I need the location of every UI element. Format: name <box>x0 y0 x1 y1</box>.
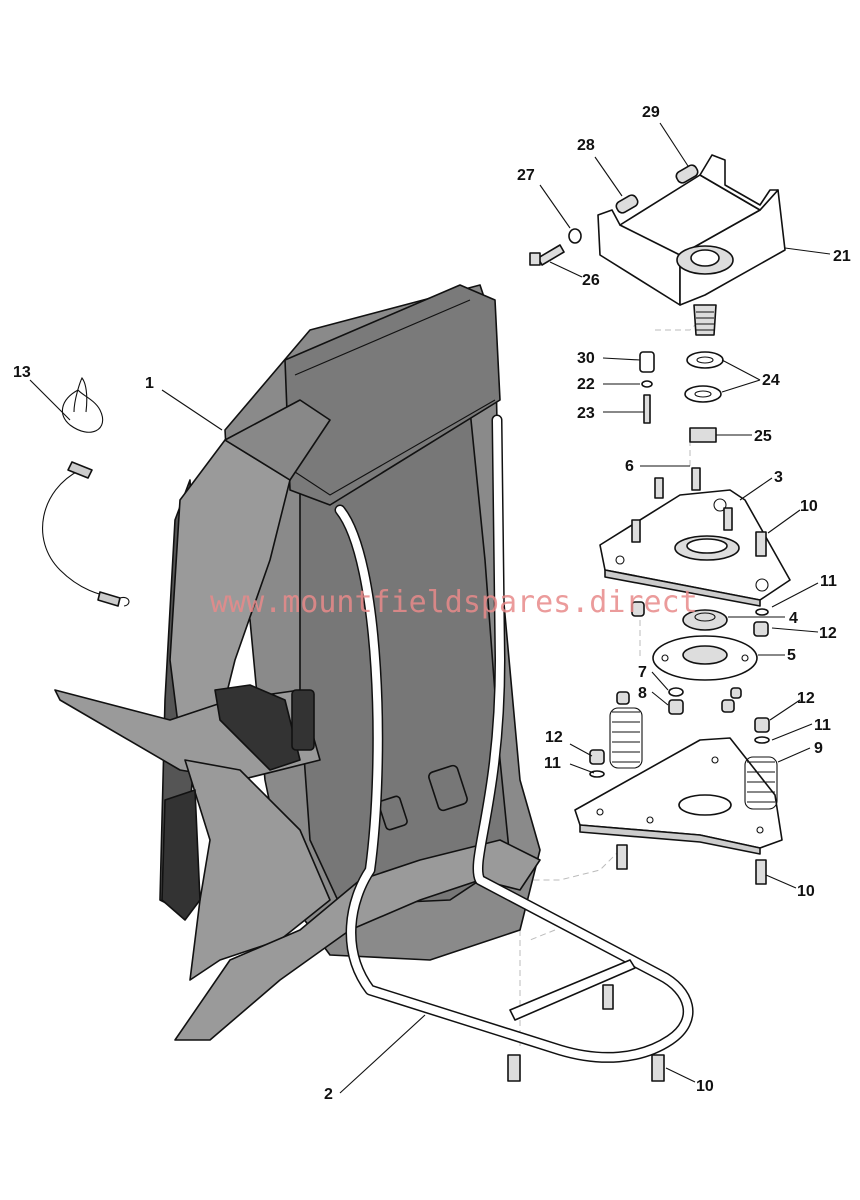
callout-12-right: 12 <box>797 690 815 707</box>
callout-9: 9 <box>814 740 823 757</box>
callout-3: 3 <box>774 469 783 486</box>
callout-10-frame: 10 <box>696 1078 714 1095</box>
washer-24a <box>686 351 724 369</box>
callout-27: 27 <box>517 167 535 184</box>
spacer-30 <box>639 351 655 373</box>
bolt-6a <box>654 477 664 499</box>
bushing-4 <box>682 609 728 631</box>
lower-plate-assembly <box>507 687 783 1082</box>
callout-6: 6 <box>625 458 634 475</box>
leader-lines <box>29 122 831 1094</box>
callout-11-upper: 11 <box>820 573 837 590</box>
waist-strap <box>184 759 331 981</box>
strap-buckle-right <box>428 764 468 812</box>
washer-7 <box>668 687 684 697</box>
bolt-frame-right <box>651 1054 665 1082</box>
washer-11-top <box>755 608 769 616</box>
waist-strap-dark <box>161 789 201 921</box>
callout-11-right: 11 <box>814 717 831 734</box>
callout-23: 23 <box>577 405 595 422</box>
backpack-harness <box>54 284 541 1041</box>
callout-4: 4 <box>789 610 798 627</box>
bolt-frame-left <box>507 1054 521 1082</box>
callout-7: 7 <box>638 664 647 681</box>
bolt-frame-mid <box>602 984 614 1010</box>
callout-5: 5 <box>787 647 796 664</box>
bolt-23 <box>643 394 651 424</box>
nut-12-left <box>589 749 605 765</box>
washer-22 <box>641 380 653 388</box>
upper-plate <box>599 467 791 607</box>
callout-21: 21 <box>833 248 851 265</box>
callout-12-upper: 12 <box>819 625 837 642</box>
nut-lower-left <box>616 691 630 705</box>
backpack-frame <box>334 414 694 1063</box>
bushing-8 <box>668 699 684 715</box>
frame-crossbar <box>509 959 636 1021</box>
pin-28 <box>615 194 639 214</box>
callout-28: 28 <box>577 137 595 154</box>
callout-26: 26 <box>582 272 600 289</box>
watermark-text: www.mountfieldspares.direct <box>210 585 698 620</box>
washer-24b <box>684 385 722 403</box>
nut-12-right <box>754 717 770 733</box>
safety-cable <box>42 376 130 607</box>
nut-25 <box>689 427 717 443</box>
bolt-10-upper <box>755 531 767 557</box>
top-cushion <box>284 284 501 506</box>
lower-strap <box>174 839 541 1041</box>
callout-1: 1 <box>145 375 154 392</box>
hip-belt-buckle <box>214 684 301 771</box>
callout-24: 24 <box>762 372 780 389</box>
callout-10-upper: 10 <box>800 498 818 515</box>
top-hardware <box>529 164 724 443</box>
callout-10-lower: 10 <box>797 883 815 900</box>
strap-buckle-left <box>291 689 315 751</box>
callout-8: 8 <box>638 685 647 702</box>
callout-2: 2 <box>324 1086 333 1103</box>
callout-25: 25 <box>754 428 772 445</box>
damper-assembly <box>631 601 769 681</box>
callout-12-left: 12 <box>545 729 563 746</box>
nut-12-top <box>753 621 769 637</box>
spring-left <box>609 707 643 769</box>
strap-buckle-mid <box>378 795 408 831</box>
assembly-guide-lines <box>519 319 701 1050</box>
callout-11-left: 11 <box>544 755 561 772</box>
spring-right <box>744 756 778 810</box>
callout-29: 29 <box>642 104 660 121</box>
bolt-6b <box>691 467 701 491</box>
washer-27 <box>568 228 582 244</box>
bolt-10-lower-right <box>755 859 767 885</box>
callout-labels: 1 2 3 4 5 6 7 8 9 10 10 10 11 11 11 12 1… <box>13 104 851 1103</box>
mounting-bracket <box>597 154 786 336</box>
callout-30: 30 <box>577 350 595 367</box>
washer-11-right <box>754 736 770 744</box>
callout-13: 13 <box>13 364 31 381</box>
pin-29 <box>675 164 699 184</box>
callout-22: 22 <box>577 376 595 393</box>
bolt-10-lower-left <box>616 844 628 870</box>
